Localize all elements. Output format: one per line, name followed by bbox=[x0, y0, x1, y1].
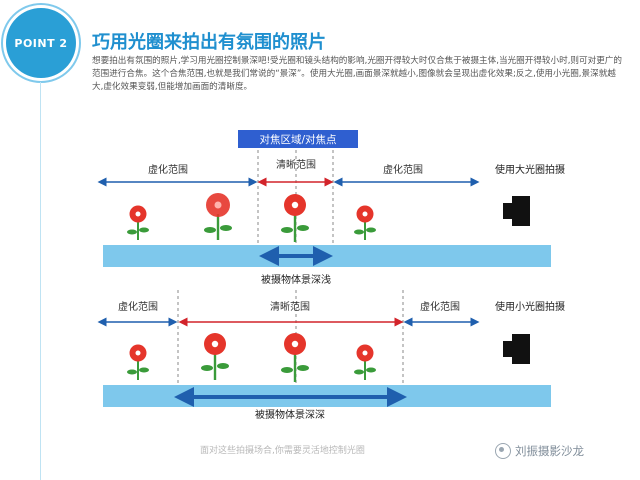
flower-icon bbox=[127, 344, 149, 380]
bottom-camera-label: 使用小光圈拍摄 bbox=[495, 300, 565, 313]
footer-caption: 面对这些拍摄场合,你需要灵活地控制光圈 bbox=[200, 446, 365, 456]
top-ground-strip bbox=[103, 245, 551, 267]
camera-icon bbox=[503, 196, 530, 226]
focus-label: 对焦区域/对焦点 bbox=[259, 133, 336, 146]
bottom-depth-label: 被摄物体景深深 bbox=[255, 408, 325, 421]
description-text: 想要拍出有氛围的照片,学习用光圈控制景深吧!受光圈和镜头结构的影响,光圈开得较大… bbox=[92, 56, 622, 92]
bottom-sharp-label: 清晰范围 bbox=[270, 300, 310, 313]
page-title: 巧用光圈来拍出有氛围的照片 bbox=[92, 32, 326, 53]
top-camera-label: 使用大光圈拍摄 bbox=[495, 163, 565, 176]
flower-icon bbox=[354, 205, 376, 240]
focus-label-box bbox=[238, 130, 358, 148]
point-badge-label: POINT 2 bbox=[14, 36, 68, 50]
watermark-text: 刘振摄影沙龙 bbox=[515, 444, 584, 458]
flower-icon bbox=[127, 205, 149, 240]
top-sharp-label: 清晰范围 bbox=[276, 158, 316, 171]
top-depth-label: 被摄物体景深浅 bbox=[261, 273, 331, 286]
top-blur-right-label: 虚化范围 bbox=[383, 163, 423, 176]
flower-icon bbox=[204, 193, 232, 240]
decorative-vertical-line bbox=[40, 82, 41, 480]
flower-icon bbox=[201, 333, 229, 380]
point-badge: POINT 2 bbox=[6, 8, 76, 78]
flower-icon bbox=[281, 333, 309, 382]
watermark: 刘振摄影沙龙 bbox=[495, 443, 584, 459]
flower-icon bbox=[354, 344, 376, 380]
bottom-blur-right-label: 虚化范围 bbox=[420, 300, 460, 313]
top-blur-left-label: 虚化范围 bbox=[148, 163, 188, 176]
top-guides bbox=[257, 150, 334, 265]
flower-icon bbox=[281, 194, 309, 242]
bottom-blur-left-label: 虚化范围 bbox=[118, 300, 158, 313]
camera-icon bbox=[503, 334, 530, 364]
wechat-icon bbox=[495, 443, 511, 459]
